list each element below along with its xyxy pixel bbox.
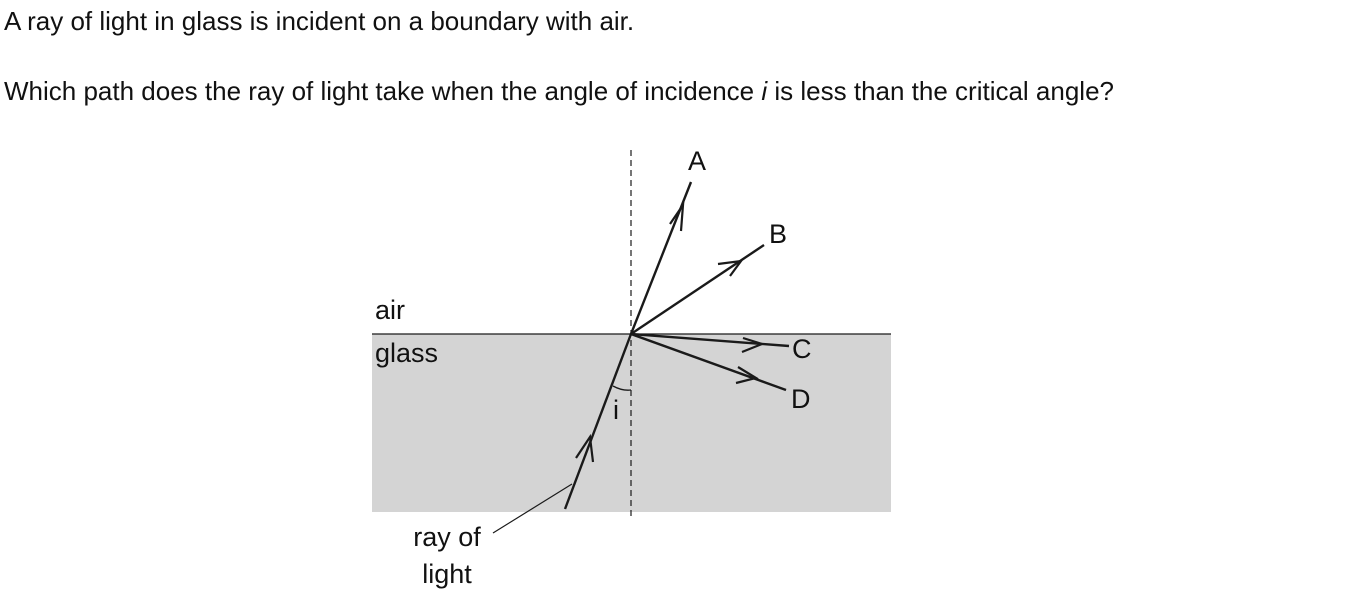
path-a-label: A — [688, 146, 706, 176]
path-b-ray — [630, 244, 765, 335]
path-d-arrowhead — [735, 366, 759, 385]
ray-label-line1: ray of — [413, 522, 481, 552]
path-c-label: C — [792, 334, 812, 364]
question-prompt-start: Which path does the ray of light take wh… — [4, 76, 762, 106]
angle-i-label: i — [613, 395, 619, 425]
incidence-variable: i — [761, 76, 768, 106]
ray-label-line2: light — [422, 559, 472, 589]
question-prompt-end: is less than the critical angle? — [767, 76, 1115, 106]
question-intro: A ray of light in glass is incident on a… — [4, 6, 635, 36]
air-label: air — [375, 295, 405, 325]
path-d-ray — [630, 332, 787, 392]
incident-ray-arrowhead — [575, 433, 595, 463]
path-a-arrowhead — [669, 200, 685, 232]
path-b-label: B — [769, 219, 787, 249]
incident-ray — [563, 333, 633, 510]
angle-arc — [612, 385, 632, 391]
path-c-arrowhead — [741, 336, 766, 354]
path-b-arrowhead — [717, 259, 744, 277]
glass-label: glass — [375, 338, 438, 368]
ray-label-leader — [492, 483, 573, 534]
question-prompt: Which path does the ray of light take wh… — [4, 76, 1114, 106]
path-d-label: D — [791, 384, 811, 414]
